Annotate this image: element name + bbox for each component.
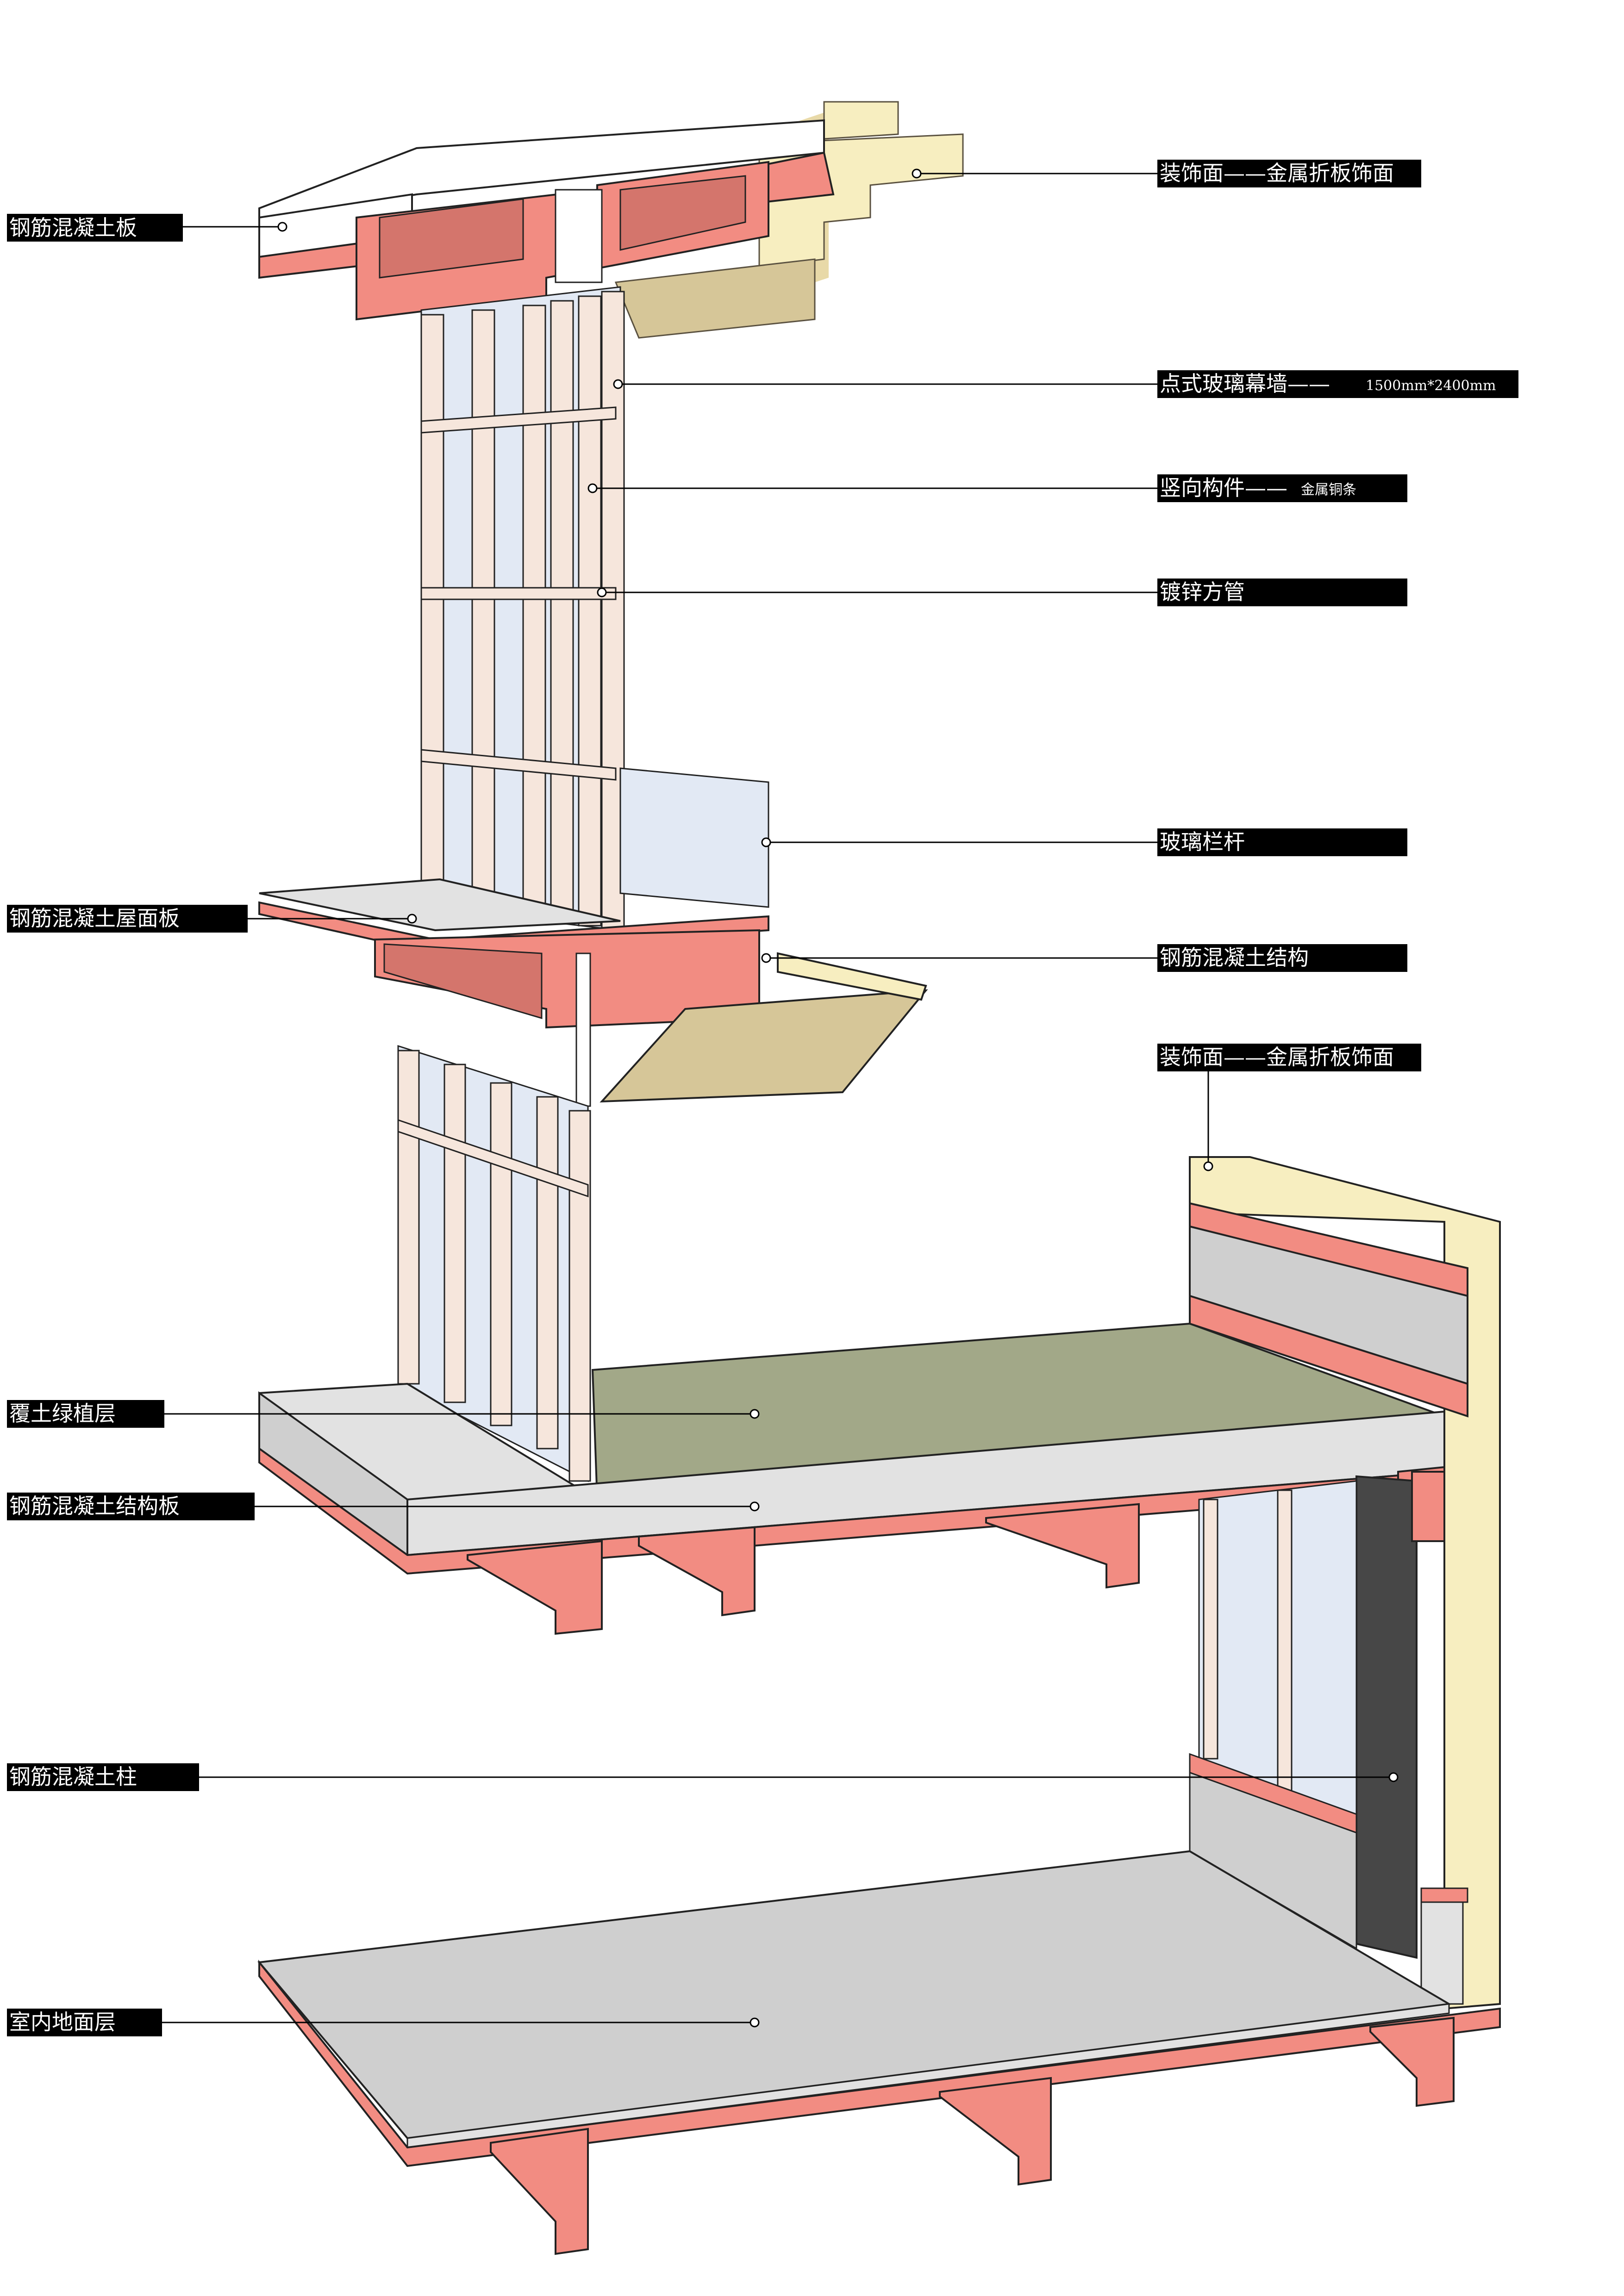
lower-mullion-1 — [1203, 1499, 1218, 1760]
label-rc-structure-text: 钢筋混凝土结构 — [1160, 945, 1309, 970]
label-soil-planting-text: 覆土绿植层 — [9, 1401, 116, 1426]
upper-tube-2 — [420, 587, 617, 600]
floor-red — [258, 1960, 1501, 2167]
floor-beam-2 — [939, 2077, 1052, 2186]
planting-slab — [258, 1322, 1445, 1635]
label-rc-column: 钢筋混凝土柱 — [7, 1763, 199, 1791]
label-deco-face-mid: 装饰面——金属折板饰面 — [1157, 1044, 1421, 1071]
label-top-slab-text: 钢筋混凝土板 — [9, 215, 137, 240]
label-curtain-wall-size: 1500mm*2400mm — [1366, 378, 1496, 394]
roof-slab-top — [259, 878, 621, 932]
mid-roof-slab — [258, 878, 928, 1107]
ground-floor — [257, 1850, 1501, 2255]
top-beam-1-side — [379, 198, 524, 279]
roof-beam-side — [383, 943, 543, 1020]
slab-beam-1 — [467, 1540, 603, 1635]
label-indoor-floor: 室内地面层 — [7, 2009, 162, 2036]
upper-mullion-3 — [522, 305, 546, 913]
floor-beam-3 — [1369, 2016, 1455, 2107]
wall-bottom-grey — [1420, 1901, 1464, 2005]
lower-mullion-2 — [1277, 1489, 1293, 1792]
upper-mullion-4 — [550, 300, 574, 917]
rc-column — [1355, 1475, 1418, 1959]
slab-beam-2 — [638, 1526, 756, 1617]
top-beam-2-side — [619, 175, 746, 251]
lower-mullion-4 — [536, 1096, 559, 1450]
upper-tube-3 — [420, 749, 617, 781]
label-vertical-member-text: 竖向构件—— — [1160, 475, 1287, 500]
floor-white-edge — [406, 2003, 1450, 2148]
upper-curtain-wall — [420, 286, 769, 931]
label-deco-face-top-text: 装饰面——金属折板饰面 — [1160, 161, 1394, 186]
slab-beam-3 — [985, 1503, 1140, 1589]
top-gap — [555, 189, 603, 283]
glass-railing — [619, 767, 769, 908]
label-roof-slab: 钢筋混凝土屋面板 — [7, 905, 248, 933]
label-structural-slab-text: 钢筋混凝土结构板 — [9, 1493, 180, 1518]
label-deco-face-top: 装饰面——金属折板饰面 — [1157, 160, 1421, 187]
upper-tube-1 — [420, 406, 617, 434]
label-glass-railing-text: 玻璃栏杆 — [1160, 829, 1245, 854]
label-curtain-wall: 点式玻璃幕墙—— 1500mm*2400mm — [1157, 370, 1518, 398]
label-roof-slab-text: 钢筋混凝土屋面板 — [9, 906, 180, 931]
lower-mullion-2 — [443, 1064, 466, 1403]
label-rc-structure: 钢筋混凝土结构 — [1157, 944, 1407, 972]
leader-lines — [162, 168, 1399, 2028]
label-galvanized-tube: 镀锌方管 — [1157, 579, 1407, 606]
label-glass-railing: 玻璃栏杆 — [1157, 828, 1407, 856]
label-rc-column-text: 钢筋混凝土柱 — [9, 1764, 137, 1789]
top-deco-panel-ridge — [823, 101, 899, 140]
mid-deco-panel-top — [777, 952, 927, 1001]
lower-mullion-5 — [568, 1110, 591, 1482]
label-vertical-member: 竖向构件—— 金属铜条 — [1157, 474, 1407, 502]
label-indoor-floor-text: 室内地面层 — [9, 2010, 116, 2035]
wall-red-2 — [1189, 1294, 1468, 1418]
top-deco-panel-lower — [614, 258, 816, 339]
lower-mullion-3 — [490, 1082, 512, 1426]
label-galvanized-tube-text: 镀锌方管 — [1160, 579, 1245, 604]
label-vertical-member-material: 金属铜条 — [1301, 482, 1356, 498]
roof-gap — [575, 952, 591, 1107]
upper-mullion-5 — [578, 295, 602, 927]
floor-beam-1 — [490, 2128, 589, 2255]
upper-mullion-1 — [420, 314, 444, 903]
wall-bottom-red — [1420, 1887, 1468, 1903]
label-top-slab: 钢筋混凝土板 — [7, 214, 183, 242]
label-soil-planting: 覆土绿植层 — [7, 1400, 164, 1428]
label-curtain-wall-text: 点式玻璃幕墙—— — [1160, 371, 1330, 396]
column-cap — [1411, 1471, 1445, 1542]
right-wall — [1189, 1156, 1501, 2010]
lower-mullion-1 — [397, 1050, 420, 1385]
labels: 钢筋混凝土板 装饰面——金属折板饰面 点式玻璃幕墙—— 1500mm*2400m… — [7, 160, 1518, 2036]
upper-mullion-2 — [471, 309, 495, 908]
top-canopy — [258, 101, 964, 339]
lower-tube — [397, 1119, 589, 1198]
mid-deco-panel — [600, 989, 928, 1103]
label-deco-face-mid-text: 装饰面——金属折板饰面 — [1160, 1045, 1394, 1070]
label-structural-slab: 钢筋混凝土结构板 — [7, 1493, 255, 1520]
lower-curtain-wall — [397, 1045, 591, 1482]
